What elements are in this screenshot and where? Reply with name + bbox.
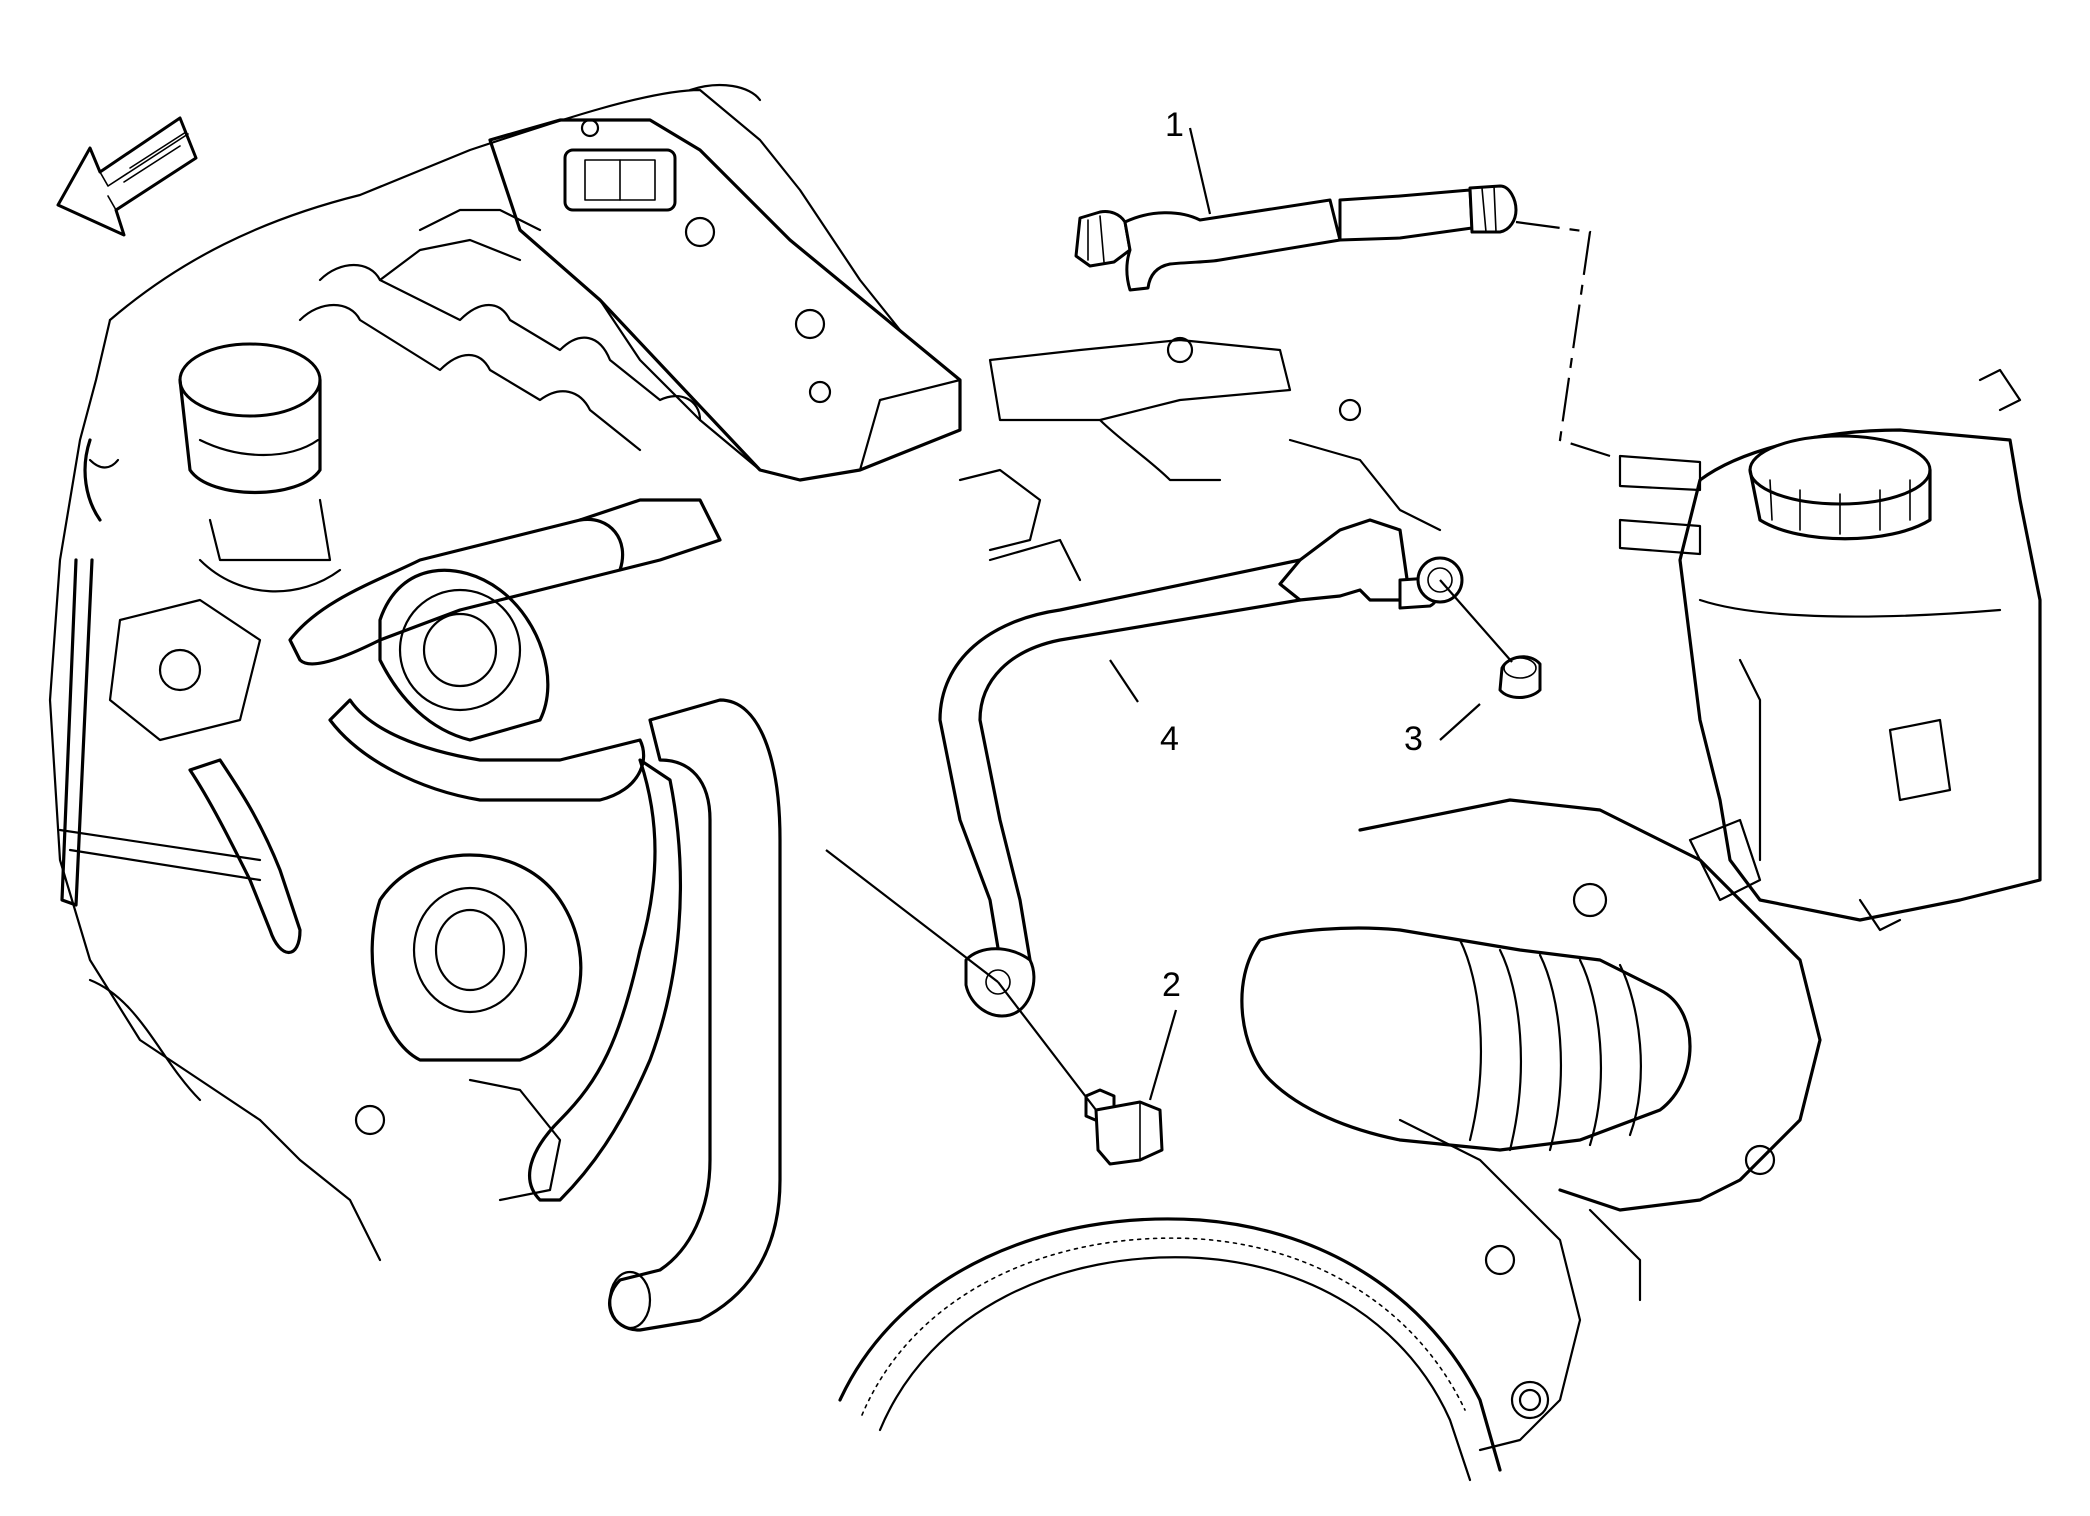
throttle-body [370,568,583,1062]
part-4-pipe [938,518,1464,1018]
callout-4: 4 [1160,720,1179,758]
coolant-reservoir [1618,368,2042,932]
lower-housing [1398,1118,1642,1452]
part-1-hose [1074,184,1518,292]
callout-3: 3 [1404,720,1423,758]
valve-cover [488,118,962,482]
part-3-nut [1498,655,1542,699]
exhaust-pipe [608,698,782,1332]
engine-outline [48,83,902,1262]
transmission [1240,798,1822,1212]
leader-lines [825,127,1513,1111]
engine-accessories [58,598,562,1202]
dipstick-tube [60,438,120,907]
callout-2: 2 [1162,966,1181,1004]
flywheel-ring-gear [838,1217,1502,1482]
oil-filler-cap [178,342,342,593]
front-direction-arrow-icon [56,116,198,237]
callout-labels: 1 2 3 4 [1160,106,1423,1004]
intake-manifold [298,208,702,452]
part-2-bolt [1084,1088,1164,1166]
callout-1: 1 [1165,106,1184,144]
part-1-connection-line [1515,220,1611,458]
center-bracket [958,336,1442,582]
coolant-hoses [188,498,722,1202]
